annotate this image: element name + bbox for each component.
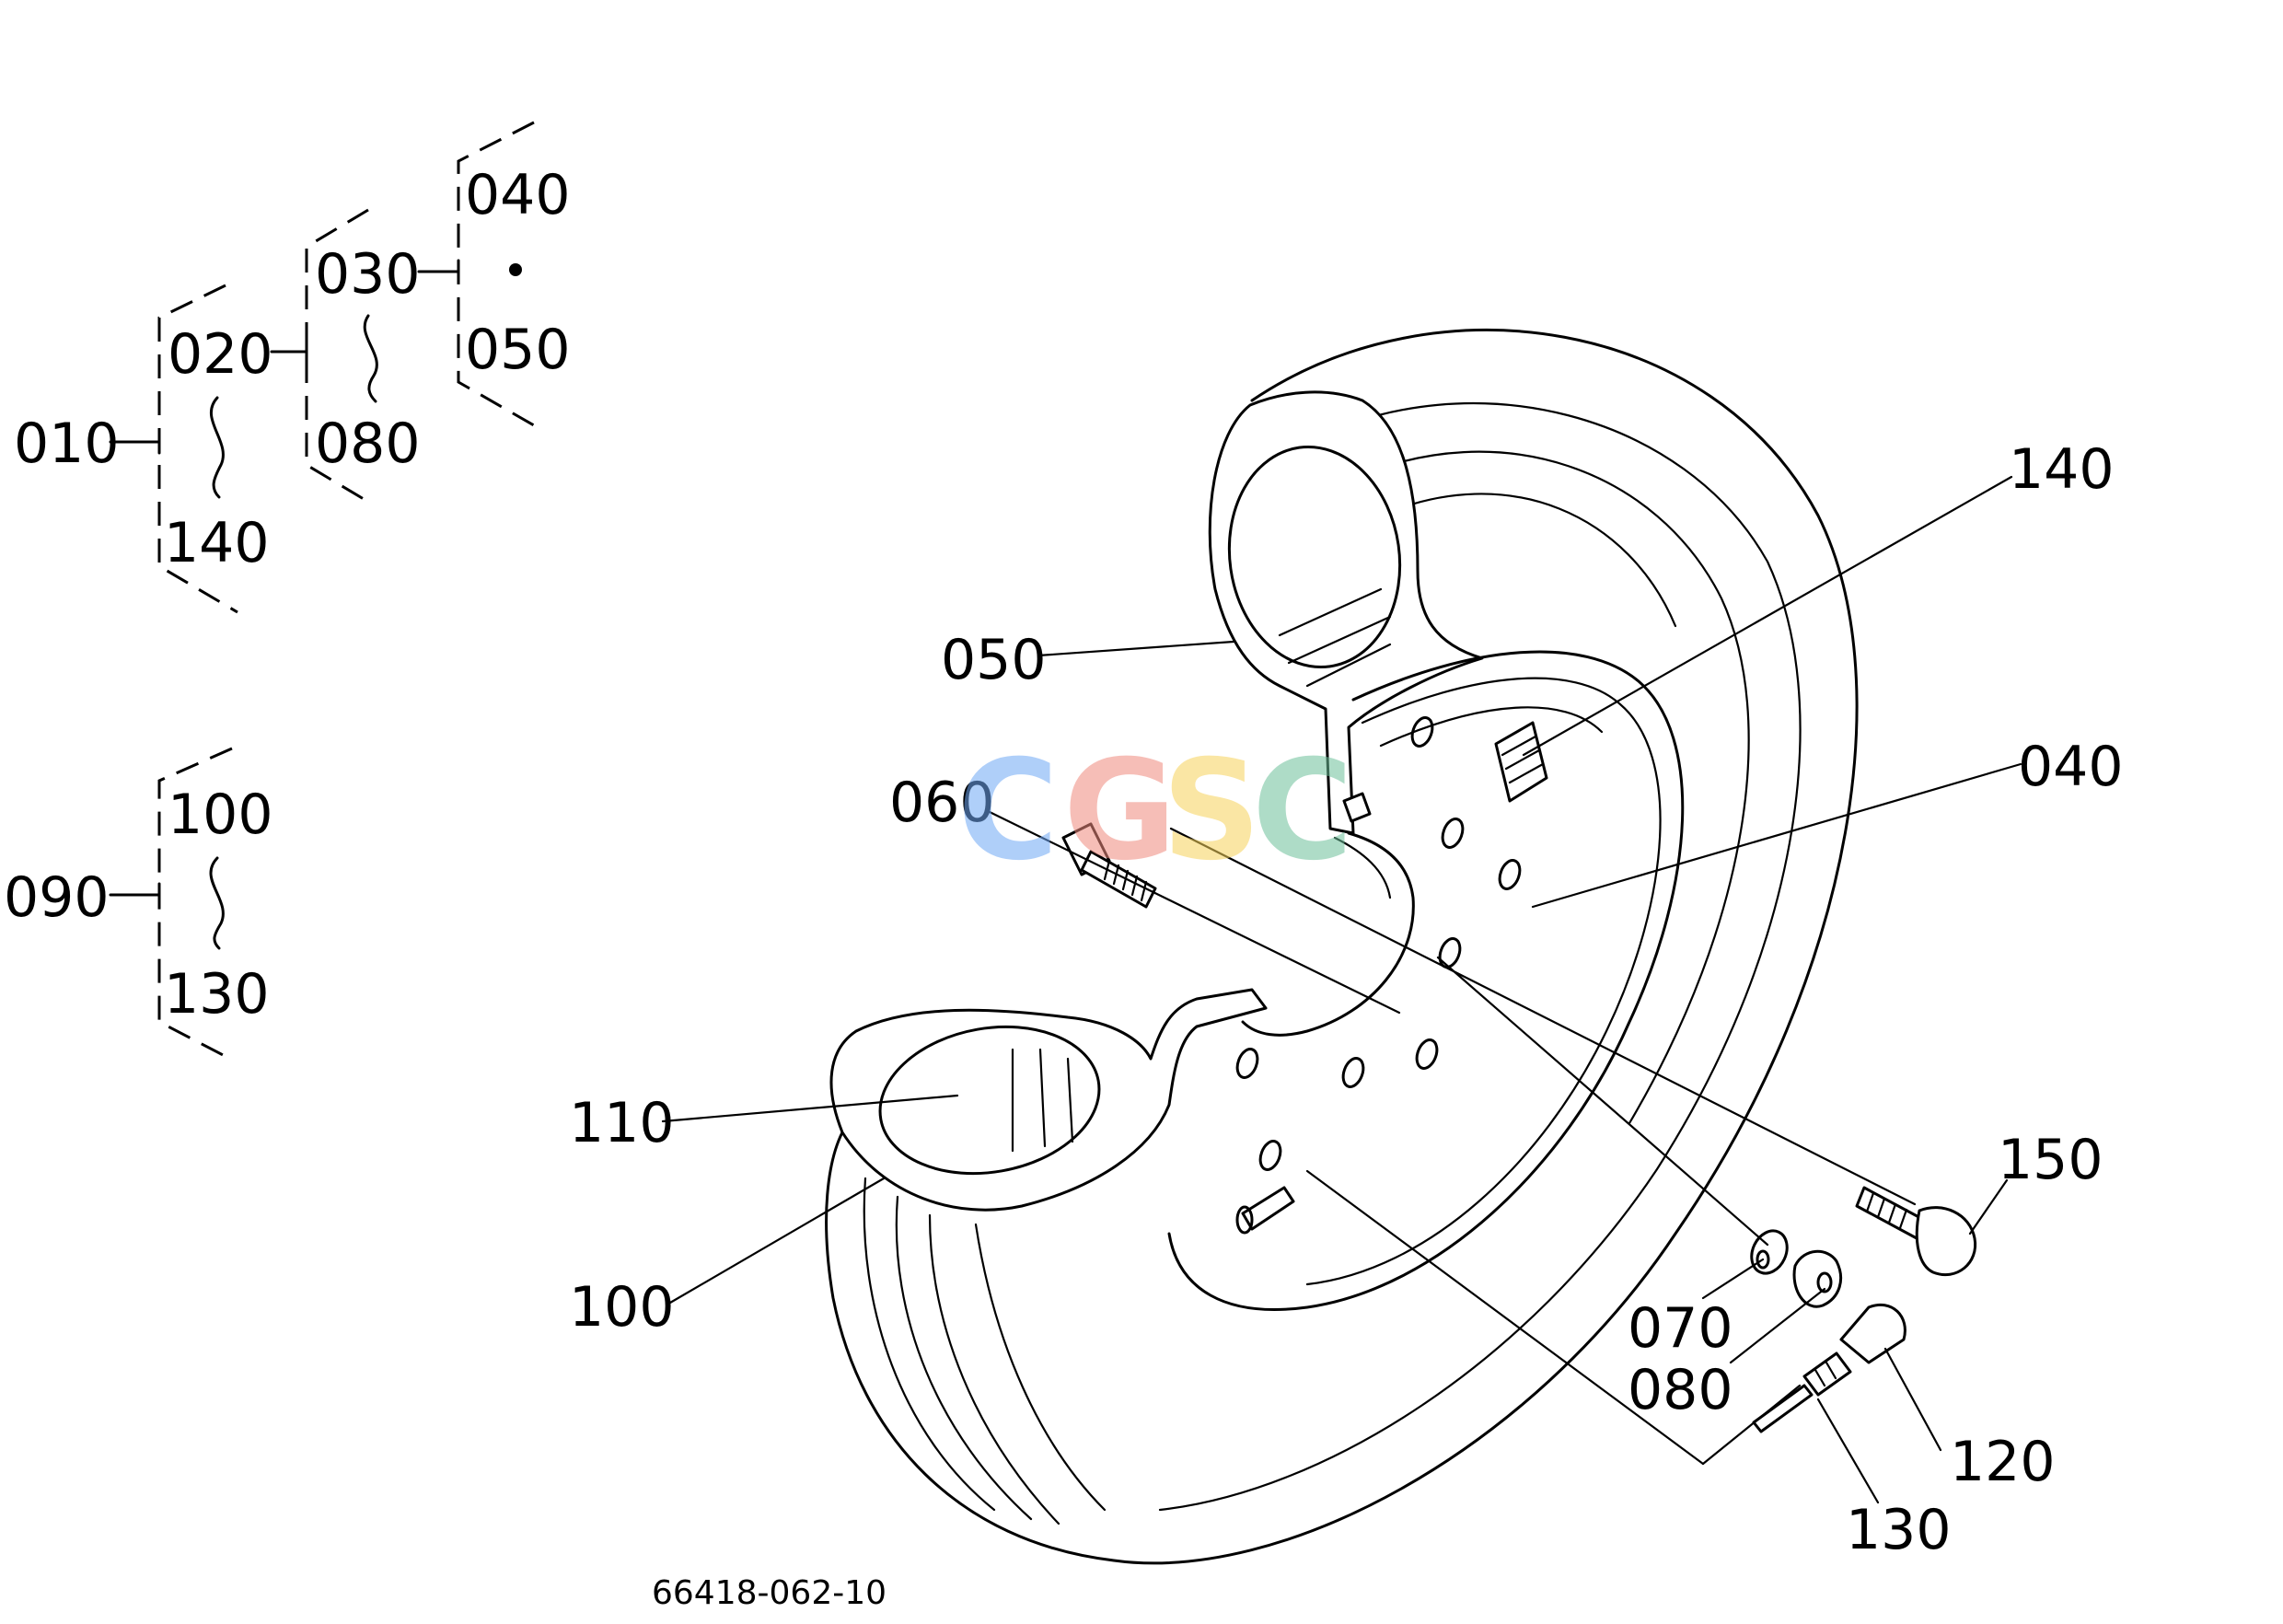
watermark-letter-1: C bbox=[957, 731, 1059, 891]
watermark-letter-4: C bbox=[1252, 731, 1353, 891]
callout-140: 140 bbox=[2009, 437, 2115, 502]
valve-cap-120 bbox=[1839, 1303, 1906, 1364]
tree-item-100: 100 bbox=[168, 783, 273, 847]
tire-inner-upper bbox=[1227, 445, 1402, 669]
rim-label-plate bbox=[1494, 721, 1548, 803]
callout-060: 060 bbox=[889, 771, 995, 835]
tire-cross-section-lower bbox=[829, 988, 1268, 1212]
rim-disc bbox=[1167, 650, 1685, 1311]
callout-050: 050 bbox=[941, 628, 1047, 692]
callout-130: 130 bbox=[1846, 1498, 1952, 1562]
callout-080: 080 bbox=[1628, 1358, 1733, 1422]
watermark-logo: C G S C bbox=[957, 731, 1353, 891]
hardware-parts bbox=[1061, 822, 1977, 1433]
callout-110: 110 bbox=[569, 1091, 675, 1155]
nut-080 bbox=[1792, 1249, 1842, 1308]
drawing-number: 66418-062-10 bbox=[652, 1574, 887, 1612]
tire-inner-lower bbox=[878, 1025, 1101, 1176]
leader-lines bbox=[661, 475, 2022, 1504]
callout-120: 120 bbox=[1950, 1430, 2056, 1494]
tree-item-140: 140 bbox=[164, 511, 270, 575]
watermark-letter-2: G bbox=[1063, 731, 1176, 891]
tire-cross-section-upper bbox=[1208, 390, 1484, 835]
callout-labels: 050 060 110 100 140 040 150 070 080 120 … bbox=[569, 437, 2124, 1612]
bolt-150 bbox=[1855, 1186, 1977, 1277]
tire-outer-outline bbox=[825, 329, 1859, 1565]
tree-root-010: 010 bbox=[14, 412, 120, 476]
callout-040: 040 bbox=[2018, 735, 2124, 799]
callout-070: 070 bbox=[1628, 1296, 1733, 1361]
tree-item-050: 050 bbox=[465, 318, 571, 382]
washer-070 bbox=[1750, 1229, 1789, 1275]
tree-item-130: 130 bbox=[164, 962, 270, 1027]
tree-item-080: 080 bbox=[315, 412, 421, 476]
tree-root-090: 090 bbox=[4, 865, 110, 930]
tree-item-040: 040 bbox=[465, 163, 571, 227]
callout-150: 150 bbox=[1998, 1128, 2103, 1192]
wheel-drawing bbox=[825, 329, 1859, 1565]
tree-item-030: 030 bbox=[315, 242, 421, 307]
hierarchy-tree: 010 020 140 030 080 040 050 090 100 130 bbox=[4, 121, 571, 1061]
watermark-letter-3: S bbox=[1162, 731, 1261, 891]
tree-item-020: 020 bbox=[168, 322, 273, 387]
rim-center-hole bbox=[1241, 831, 1415, 1037]
callout-100: 100 bbox=[569, 1275, 675, 1340]
valve-core-130 bbox=[1752, 1351, 1852, 1433]
